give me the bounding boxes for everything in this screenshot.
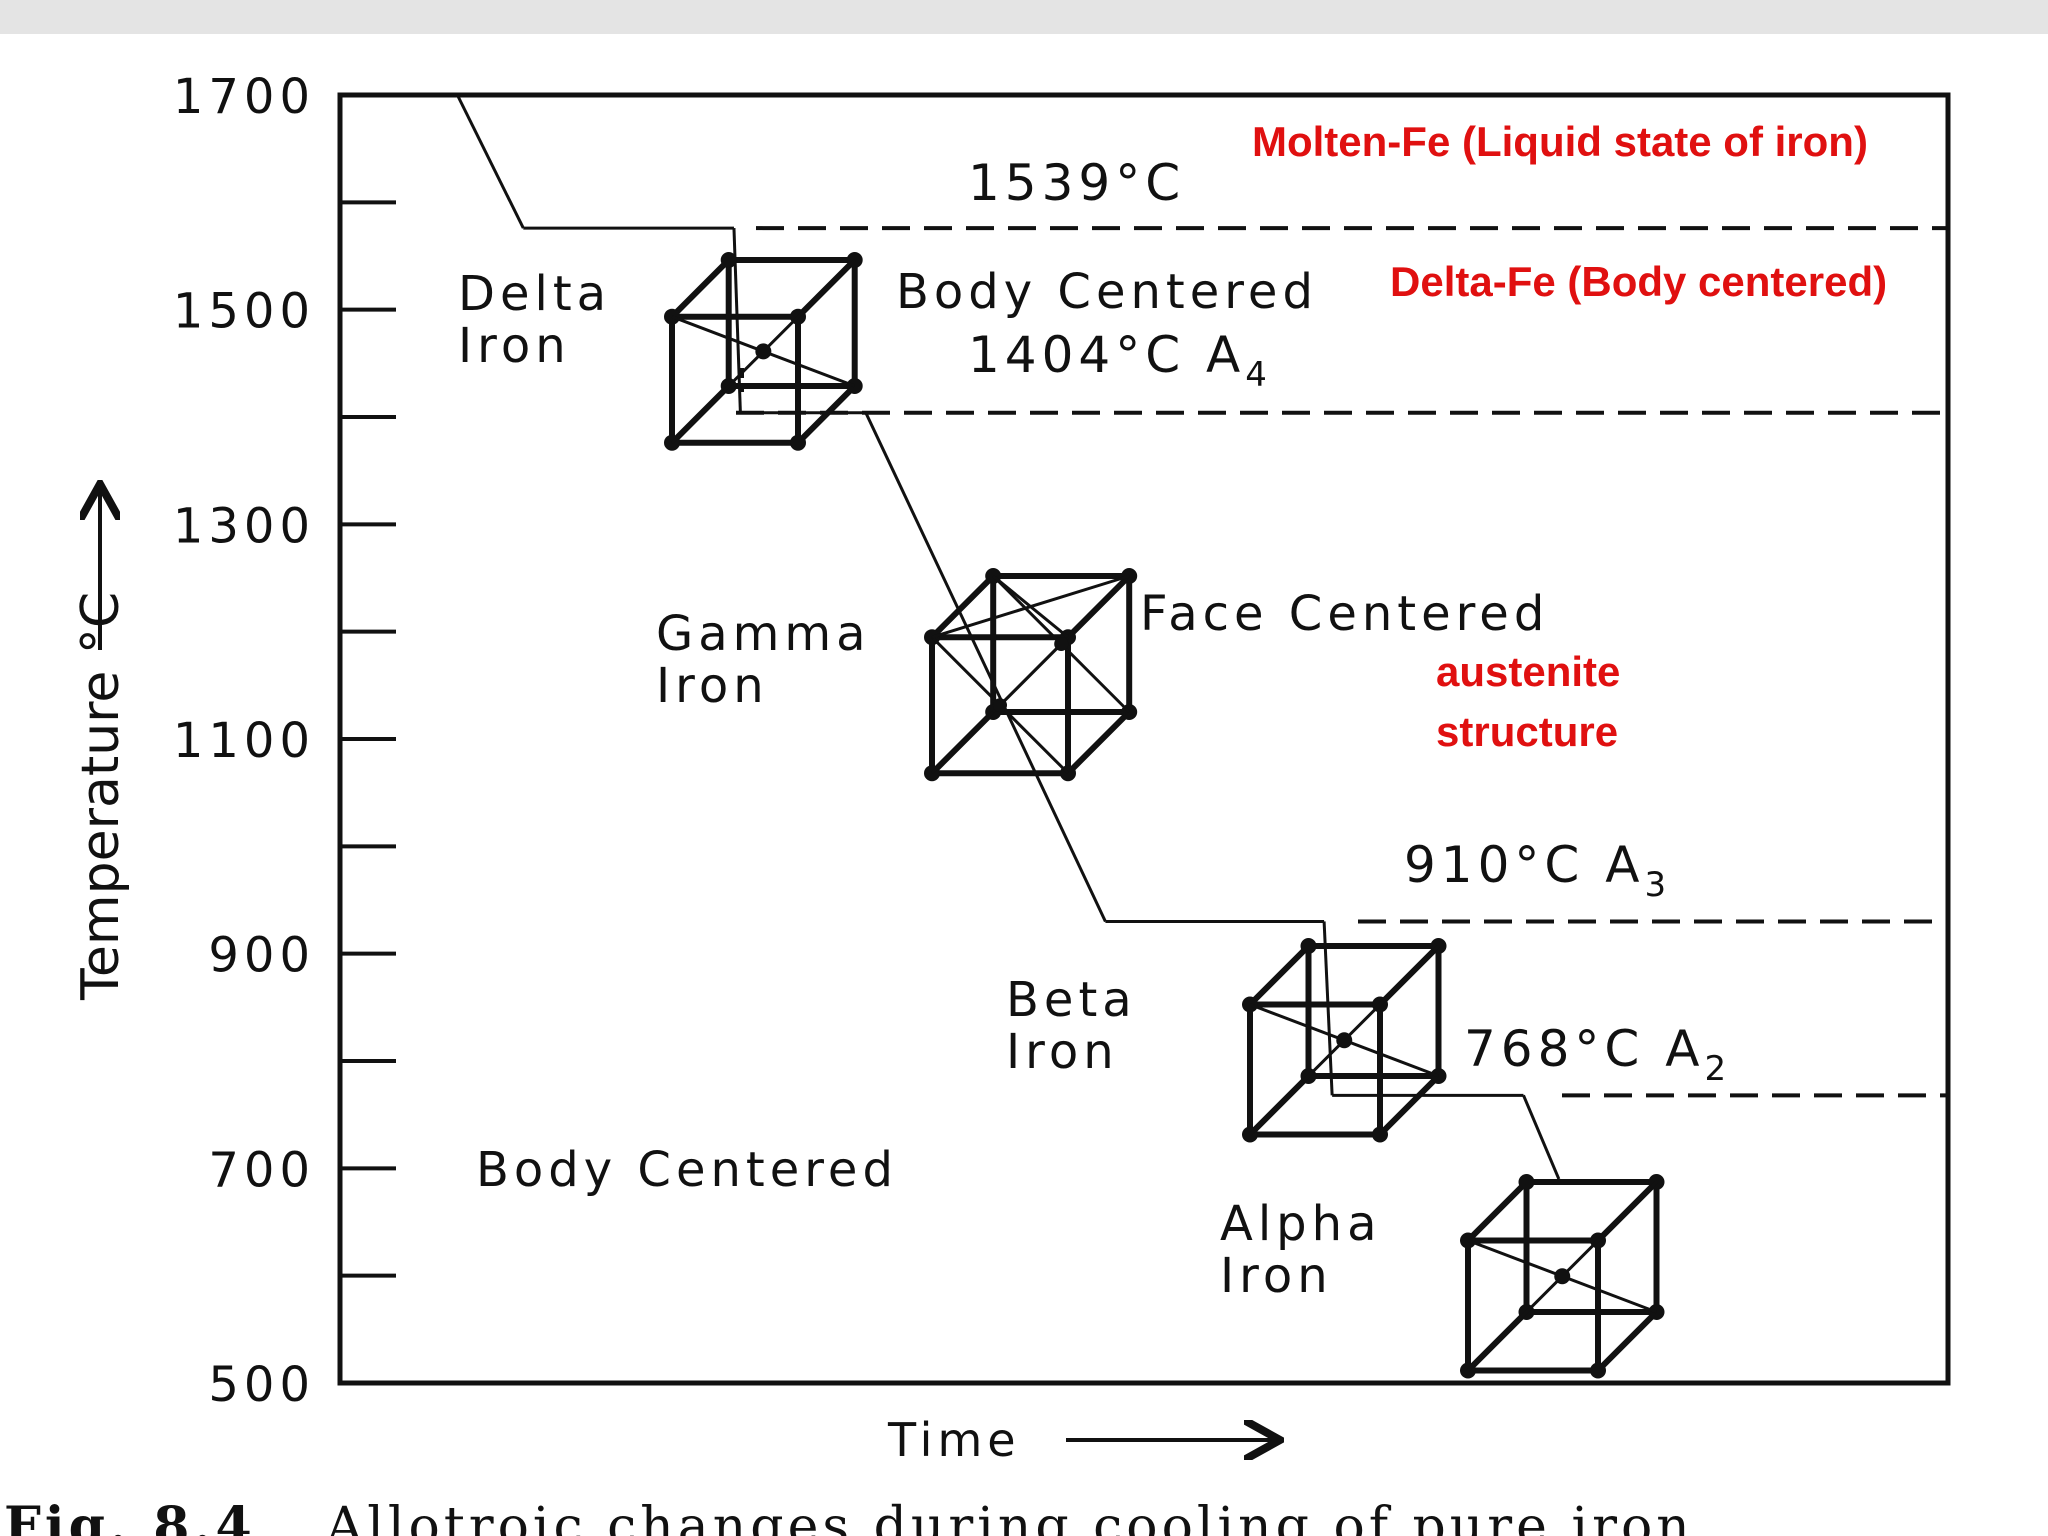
transition-label-text: 1539°C [968,154,1185,212]
cooling-curve [456,94,1561,1180]
cooling-curve-chart: 1700 1500 1300 1100 900 700 500 Temperature °C… [71,69,1951,1467]
y-tick-label: 1100 [173,713,315,769]
y-tick-label: 1700 [173,69,315,125]
phase-label-line: Iron [656,658,769,714]
y-tick-label: 700 [208,1142,315,1198]
caption-fig-number: Fig. 8.4 [4,1496,256,1536]
cell-center-atom [1336,1032,1353,1049]
cell-atom [720,252,737,268]
transition-label: 1404°C A4 [968,326,1272,395]
red-annotations: Molten-Fe (Liquid state of iron) Delta-Fe… [1252,118,1887,755]
cell-atom [1300,938,1317,954]
phase-label-line: Iron [1006,1024,1119,1080]
cell-edge [1377,1073,1441,1137]
phase-label-line: Iron [1220,1248,1333,1304]
red-annotation-line: austenite [1436,648,1620,695]
phase-structure-label: Face Centered [1140,586,1549,642]
cell-face-atom [993,698,1007,713]
y-tick-label: 1500 [173,284,315,340]
curve-segment [456,94,525,229]
phase-label-line: Alpha [1220,1196,1381,1252]
cell-edge [1465,1179,1529,1243]
cell-center-atom [1554,1268,1571,1285]
curve-segment [1522,1094,1561,1180]
x-axis-label: Time [887,1413,1021,1467]
transition-label-text: 910°C A [1404,836,1644,894]
cell-edge [1247,943,1311,1007]
transition-label-subscript: 2 [1704,1049,1731,1089]
cell-edge [795,383,857,445]
curve-segment [1322,921,1334,1096]
alpha-iron-cell [1460,1174,1665,1379]
caption-text: Allotroic changes during cooling of pure… [325,1497,1694,1536]
y-axis-ticks [340,200,396,1278]
transition-label-text: 768°C A [1464,1020,1704,1078]
transition-label-subscript: 3 [1644,865,1671,905]
cell-edge [1065,709,1132,776]
y-tick-label: 500 [208,1357,315,1413]
phase-label-line: Beta [1006,972,1137,1028]
figure-caption: Fig. 8.4 Allotroic changes during cooling… [0,1496,2048,1536]
transition-label: 1539°C [968,154,1185,212]
phase-label-line: Iron [458,318,571,374]
red-annotation: Delta-Fe (Body centered) [1390,258,1887,305]
top-bar [0,0,2048,34]
red-annotation-line: structure [1436,708,1618,755]
phase-label-line: Gamma [656,606,871,662]
transition-label: 910°C A3 [1404,836,1671,905]
gamma-iron-cell [924,568,1138,782]
cell-center-atom [755,343,772,360]
phase-structure-label: Body Centered [476,1142,898,1198]
y-tick-label: 900 [208,928,315,984]
beta-iron-cell [1242,938,1447,1143]
phase-label-line: Delta [458,266,611,322]
transition-lines: 1539°C 1404°C A4 910°C A3 768°C A2 [736,154,1948,1098]
y-axis-labels: 1700 1500 1300 1100 900 700 500 [173,69,315,1413]
cell-atom [790,434,806,451]
y-tick-label: 1300 [173,498,315,554]
cell-face-atom [1054,637,1069,651]
transition-label-subscript: 4 [1245,355,1272,395]
red-annotation: Molten-Fe (Liquid state of iron) [1252,118,1868,165]
transition-label: 768°C A2 [1464,1020,1731,1089]
y-axis-label: Temperature °C [71,592,131,1001]
transition-label-text: 1404°C A [968,326,1245,384]
delta-iron-cell [664,252,863,451]
cell-edge [929,573,996,640]
cell-atom [1518,1174,1535,1190]
crystal-cells [664,252,1665,1379]
curve-segment [864,412,1107,923]
cell-edge [669,257,731,319]
cell-edge [1595,1309,1659,1373]
cell-atom [1372,1126,1388,1143]
cell-edge [992,574,1069,639]
phase-structure-label: Body Centered [896,264,1318,320]
cell-atom [1590,1362,1606,1379]
